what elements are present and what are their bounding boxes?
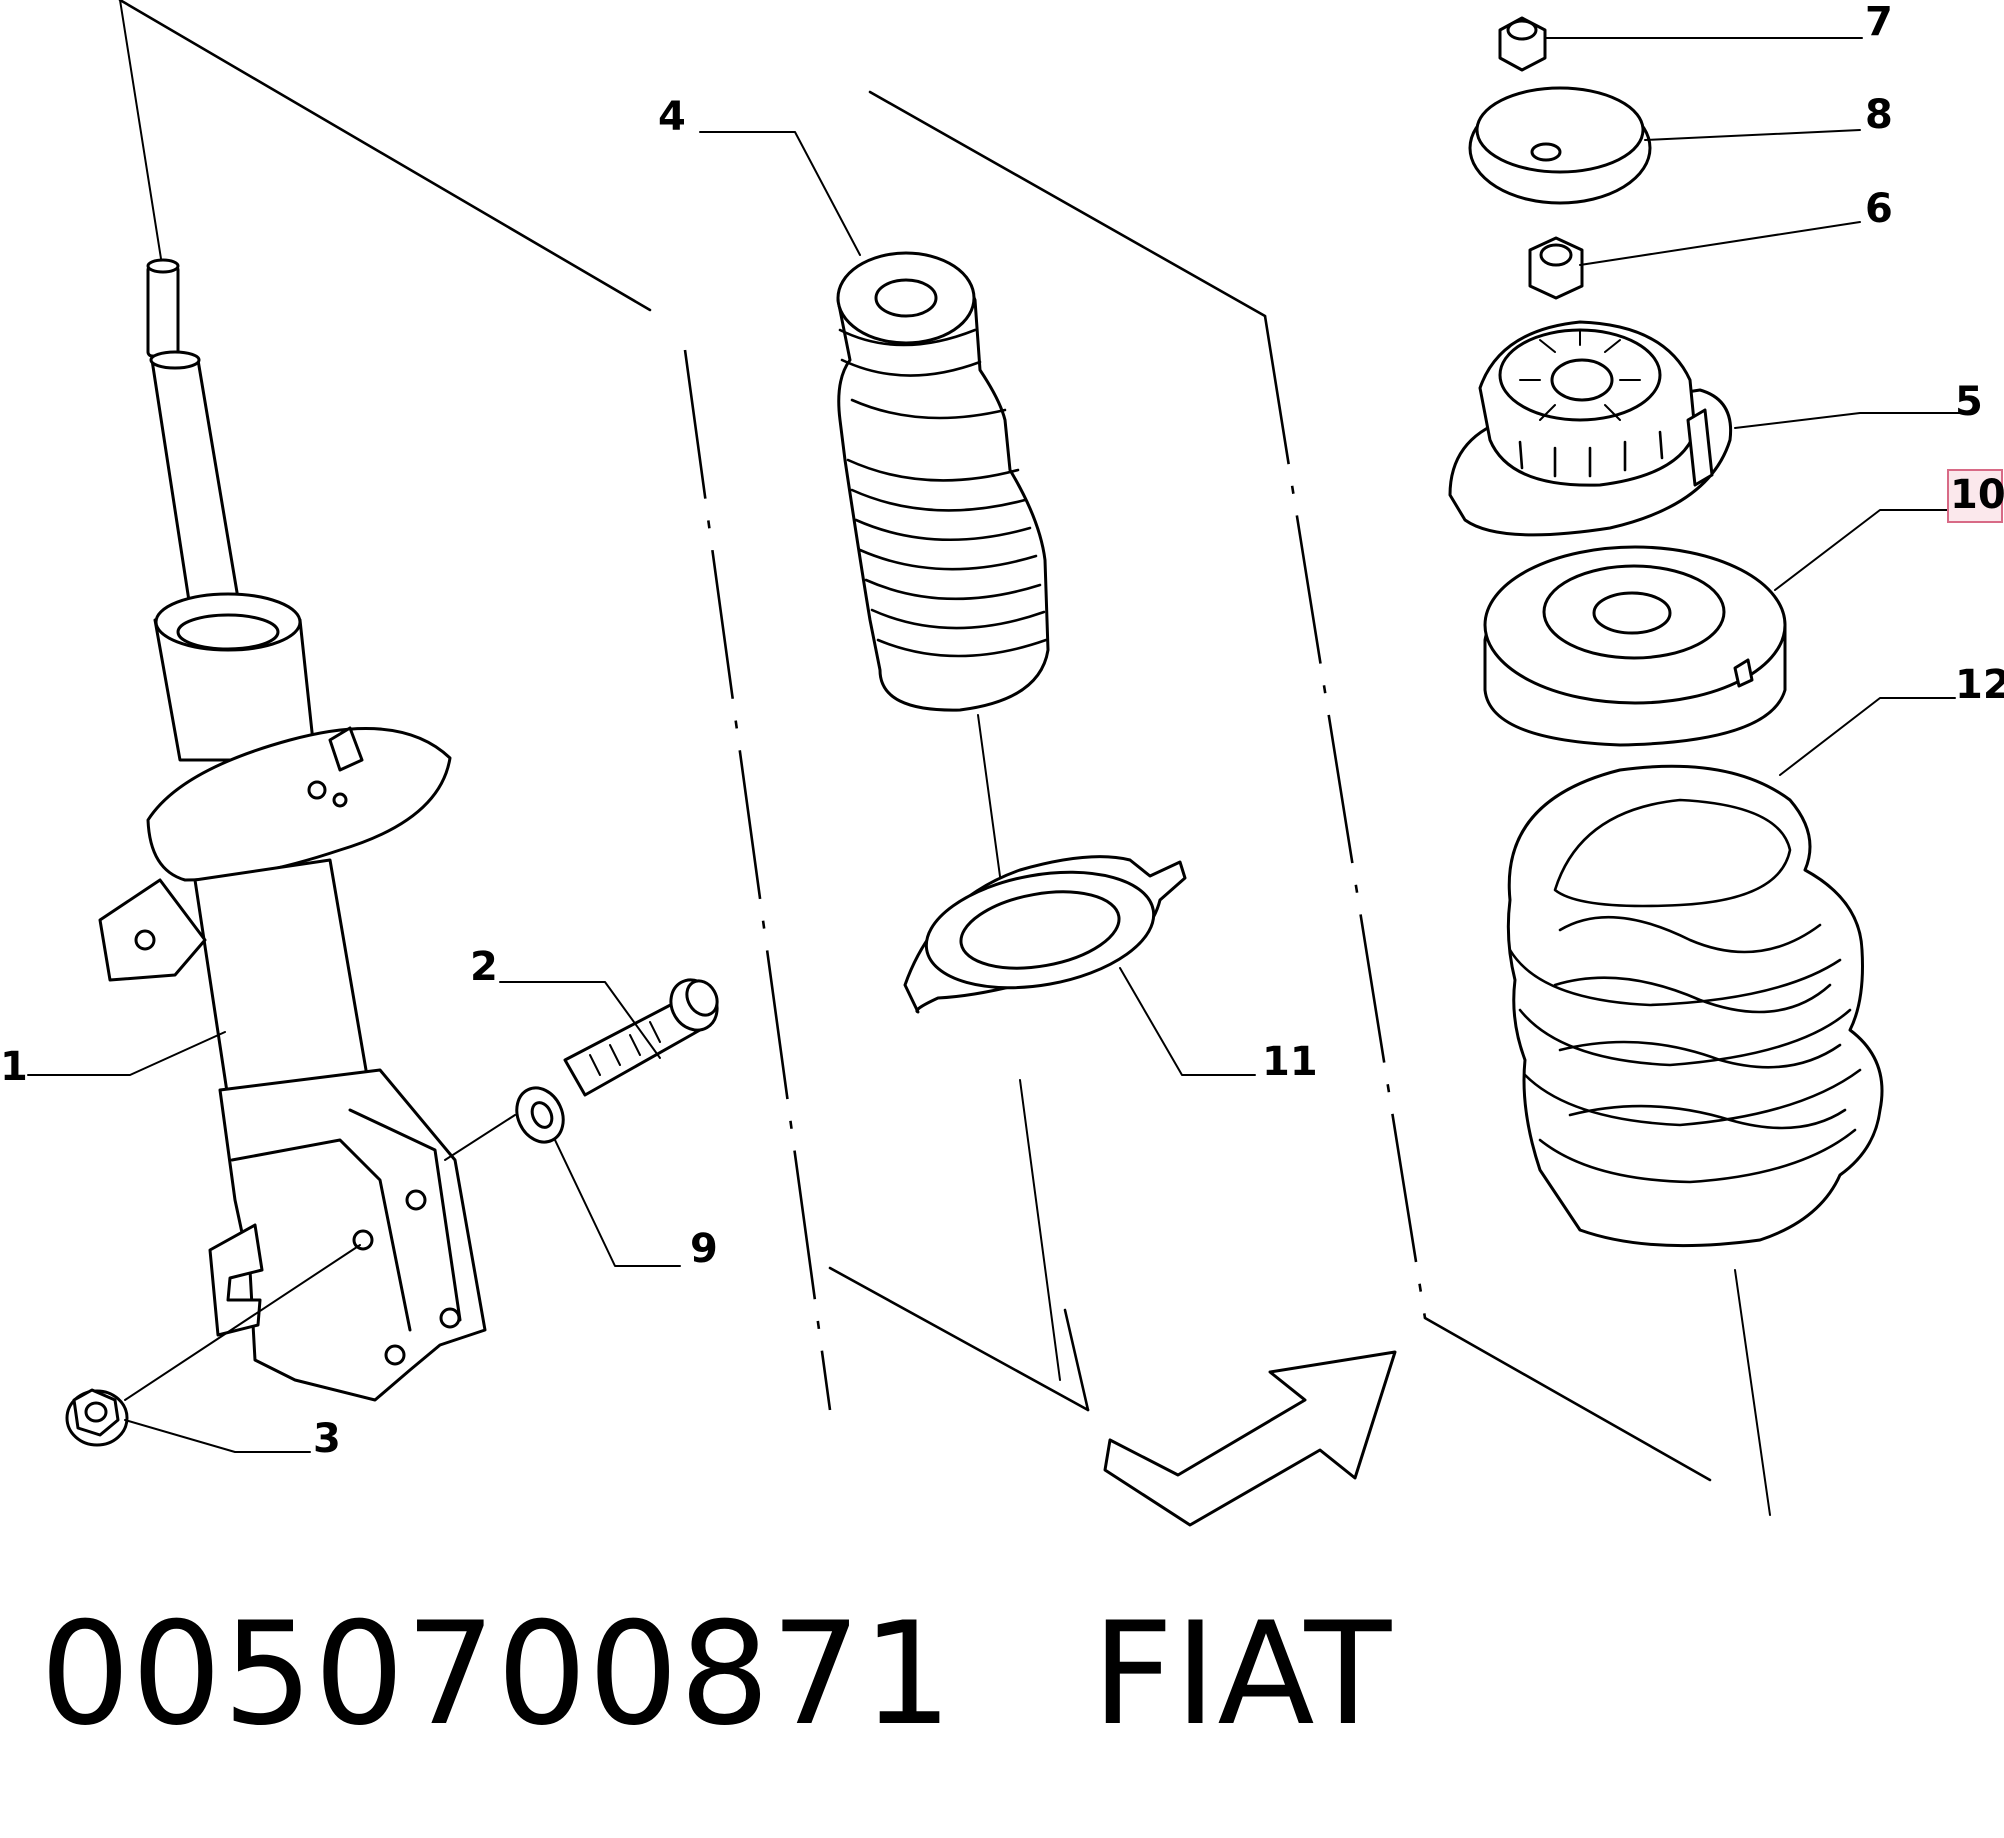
callout-10-highlight — [1947, 469, 2003, 523]
part-number: 0050700871 — [40, 1592, 954, 1757]
callout-4: 4 — [658, 94, 686, 140]
direction-arrow-icon — [1103, 1350, 1397, 1527]
callout-6: 6 — [1865, 186, 1893, 232]
callout-8: 8 — [1865, 92, 1893, 138]
lower-spring-insulator — [903, 855, 1187, 1381]
callout-2: 2 — [470, 944, 498, 990]
callout-11: 11 — [1262, 1039, 1318, 1085]
callout-3: 3 — [313, 1416, 341, 1462]
callout-1: 1 — [0, 1044, 28, 1090]
upper-spring-seat — [1483, 545, 1787, 747]
strut-shock-absorber — [98, 258, 487, 1402]
strut-top-mount — [1448, 320, 1733, 537]
coil-spring — [1506, 764, 1884, 1516]
callout-9: 9 — [690, 1226, 718, 1272]
flange-nut-lower — [65, 1244, 361, 1447]
cup-washer — [1468, 86, 1652, 205]
mount-nut — [1528, 236, 1584, 300]
strut-axis-line — [119, 0, 163, 266]
dust-boot-bump-stop — [836, 251, 1050, 936]
callout-5: 5 — [1955, 379, 1983, 425]
callout-7: 7 — [1865, 0, 1893, 45]
top-nut — [1498, 16, 1547, 72]
part-caption: 0050700871 FIAT — [40, 1600, 1392, 1750]
washer — [444, 1086, 565, 1161]
callout-leaders — [27, 37, 1961, 1453]
callout-12: 12 — [1955, 662, 2004, 708]
bolt — [563, 978, 719, 1097]
assembly-outline-left — [118, 0, 1712, 1482]
callout-10: 10 — [1950, 472, 2004, 518]
brand-name: FIAT — [1091, 1592, 1393, 1757]
